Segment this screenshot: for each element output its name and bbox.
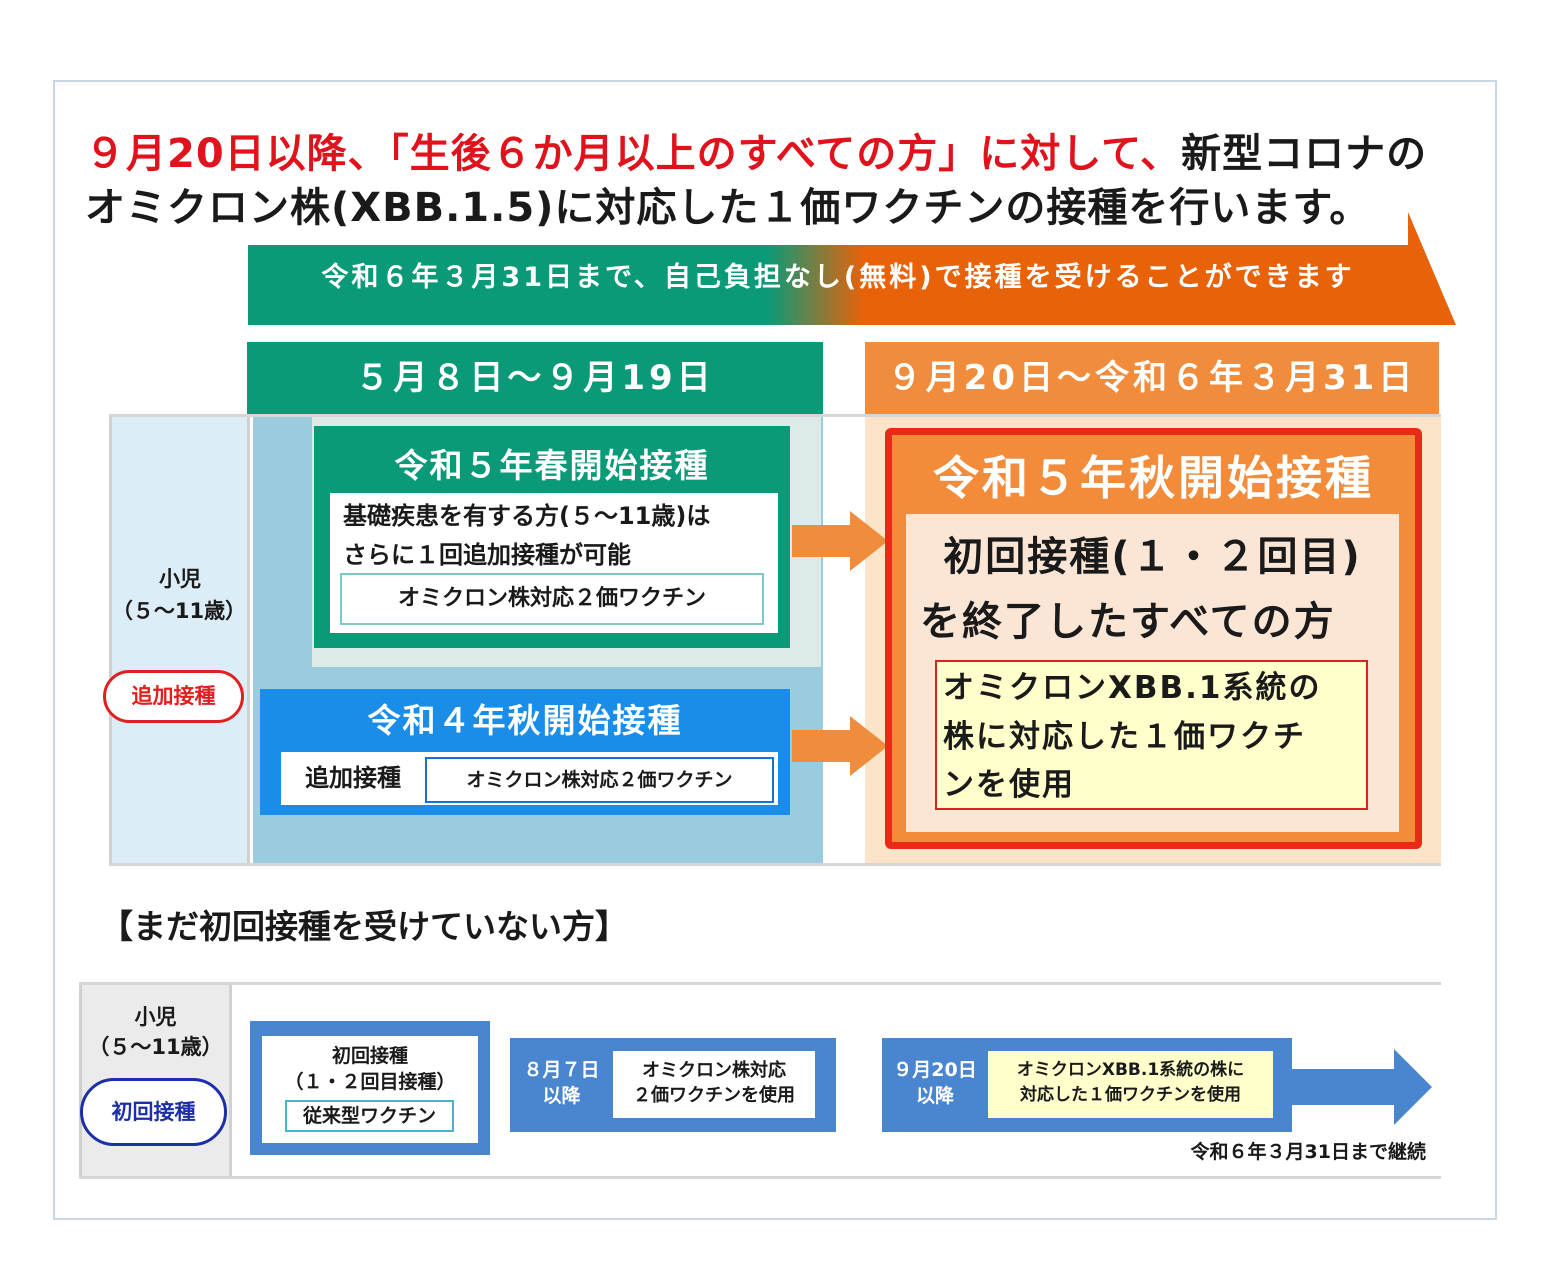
section2-panel: [79, 982, 1441, 1179]
step2-vaccine-line1: オミクロン株対応: [642, 1060, 786, 1081]
step3-date-line2: 以降: [915, 1085, 954, 1107]
spring-note-line2: さらに１回追加接種が可能: [343, 541, 631, 569]
period-header-right: ９月20日～令和６年３月31日: [865, 342, 1439, 414]
age-range: （５～11歳）: [111, 599, 247, 623]
booster-badge: 追加接種: [103, 670, 244, 723]
step1-vaccine: 従来型ワクチン: [285, 1100, 454, 1132]
spring-vaccine-label: オミクロン株対応２価ワクチン: [340, 573, 764, 625]
step1-line1: 初回接種: [331, 1045, 408, 1067]
section2-age-range: （５～11歳）: [88, 1035, 223, 1059]
autumn-r4-title: 令和４年秋開始接種: [367, 701, 683, 740]
age-column: [109, 417, 250, 863]
autumn-r5-title: 令和５年秋開始接種: [933, 451, 1374, 505]
autumn-r5-vaccine-line2: 株に対応した１価ワクチ: [943, 719, 1306, 755]
step3-vaccine-box: [988, 1051, 1273, 1118]
headline-line2: オミクロン株(XBB.1.5)に対応した１価ワクチンの接種を行います。: [85, 185, 1371, 231]
spring-note-line1: 基礎疾患を有する方(５～11歳)は: [343, 502, 711, 530]
arrow-r4-to-autumn: [792, 716, 888, 776]
outer-frame: [53, 80, 1497, 1220]
step2-vaccine-box: [613, 1051, 815, 1118]
period-header-left: ５月８日～９月19日: [247, 342, 823, 414]
autumn-r5-target-line1: 初回接種(１・２回目): [943, 534, 1362, 580]
arrow-spring-to-autumn: [792, 511, 888, 571]
step2-vaccine-line2: ２価ワクチンを使用: [633, 1085, 795, 1106]
step2-date-line2: 以降: [542, 1085, 581, 1107]
age-label: 小児: [159, 567, 201, 591]
spring-box-title: 令和５年春開始接種: [394, 446, 710, 485]
step1-content: [262, 1036, 478, 1143]
autumn-r4-vaccine: オミクロン株対応２価ワクチン: [425, 757, 774, 803]
autumn-r5-target-line2: を終了したすべての方: [920, 599, 1336, 645]
autumn-r5-vaccine-box: [935, 660, 1368, 810]
autumn-r4-content: [281, 752, 778, 805]
section2-age-label: 小児: [134, 1005, 177, 1029]
banner-text: 令和６年３月31日まで、自己負担なし(無料)で接種を受けることができます: [321, 262, 1355, 293]
continue-note: 令和６年３月31日まで継続: [1190, 1141, 1426, 1163]
timeline-arrow: [1280, 1049, 1432, 1125]
section2-heading: 【まだ初回接種を受けていない方】: [100, 907, 628, 946]
primary-badge: 初回接種: [80, 1078, 227, 1146]
free-period-banner-arrow: [248, 212, 1456, 325]
step1-line2: （１・２回目接種）: [284, 1071, 456, 1093]
spring-box-content: [330, 493, 778, 633]
headline-line1: ９月20日以降、「生後６か月以上のすべての方」に対して、新型コロナの: [85, 131, 1428, 177]
autumn-r4-label: 追加接種: [305, 764, 401, 792]
step2-date-line1: ８月７日: [523, 1059, 600, 1081]
step3-vaccine-line1: オミクロンXBB.1系統の株に: [1016, 1060, 1245, 1080]
autumn-r5-vaccine-line3: ンを使用: [943, 767, 1075, 803]
main-panel: [109, 414, 1441, 866]
step3-date-line1: ９月20日: [893, 1059, 977, 1081]
autumn-r5-vaccine-line1: オミクロンXBB.1系統の: [943, 670, 1322, 706]
step3-vaccine-line2: 対応した１価ワクチンを使用: [1020, 1085, 1241, 1105]
